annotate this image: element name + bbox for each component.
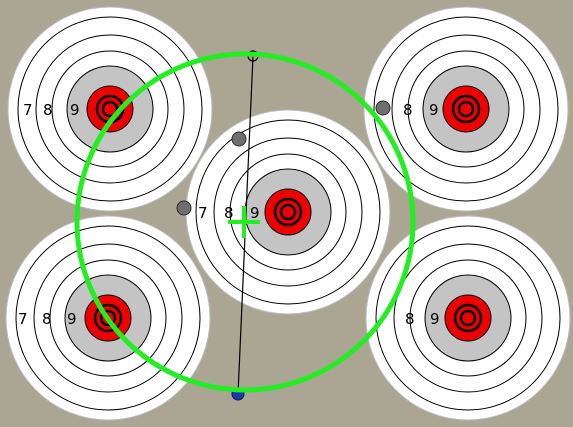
ring-number-8: 8 [405, 310, 415, 328]
shot-marker-icon [232, 132, 246, 146]
ring-number-8: 8 [403, 101, 413, 119]
shot-marker-icon [376, 101, 390, 115]
shot-marker-icon [177, 201, 191, 215]
ring-number-8: 8 [224, 204, 234, 222]
target-top-left[interactable]: 7 8 9 [8, 7, 212, 211]
target-top-right[interactable]: 8 9 [364, 7, 568, 211]
ring-number-8: 8 [42, 310, 52, 328]
ring-number-9: 9 [430, 310, 440, 328]
ring-number-7: 7 [23, 101, 33, 119]
ring-number-7: 7 [198, 204, 208, 222]
target-bottom-right[interactable]: 8 9 [366, 216, 570, 420]
ring-number-7: 7 [18, 310, 28, 328]
ring-number-9: 9 [70, 101, 80, 119]
ring-number-9: 9 [67, 310, 77, 328]
ring-number-9: 9 [429, 101, 439, 119]
ring-number-9: 9 [250, 204, 260, 222]
ring-number-8: 8 [43, 101, 53, 119]
target-center[interactable]: 7 8 9 [186, 110, 390, 314]
